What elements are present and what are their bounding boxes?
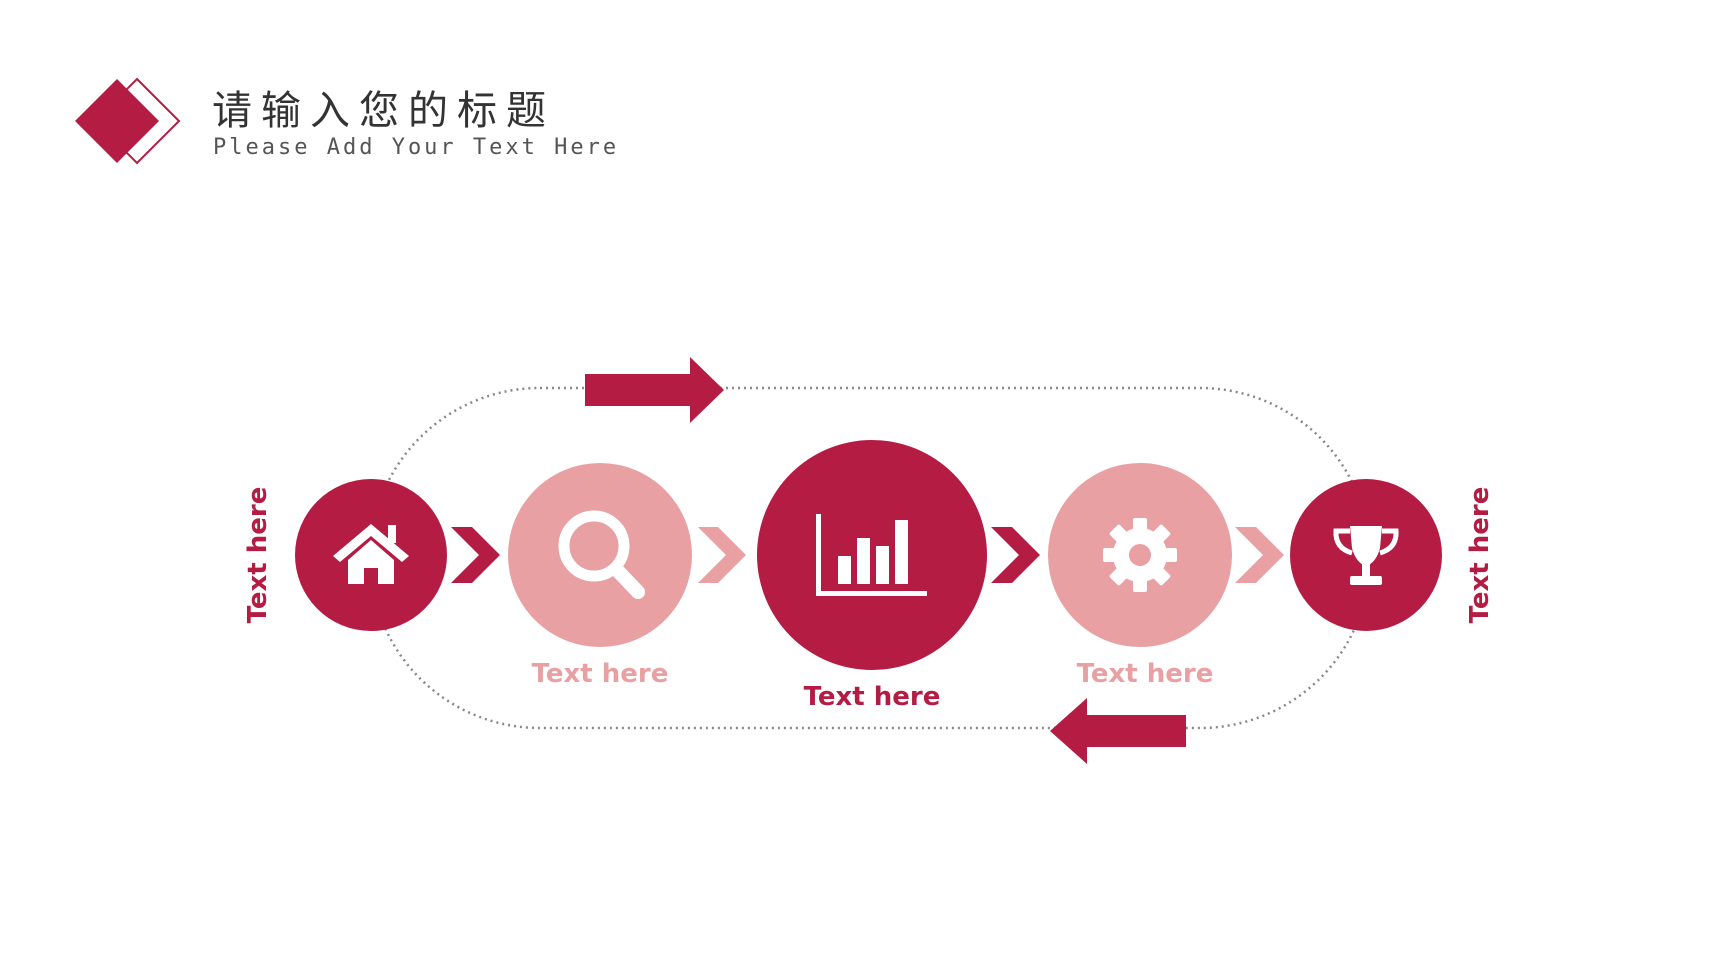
gear-icon (1103, 518, 1177, 592)
page-title: 请输入您的标题 (212, 88, 555, 134)
step-label-3: Text here (803, 682, 941, 712)
step-label-5: Text here (1465, 486, 1495, 624)
arrow-right-icon (585, 357, 724, 423)
search-icon (558, 510, 645, 599)
logo-diamond (75, 77, 181, 165)
step-label-1: Text here (243, 486, 273, 624)
page-subtitle: Please Add Your Text Here (213, 135, 620, 160)
step-label-4: Text here (1076, 659, 1214, 689)
chevron-right-icon (1235, 527, 1284, 583)
step-circle-2 (508, 463, 692, 647)
chevron-right-icon (451, 527, 500, 583)
step-circle-3 (757, 440, 987, 670)
trophy-icon (1333, 526, 1399, 585)
bar-chart-icon (816, 514, 927, 596)
chevron-right-icon (991, 527, 1040, 583)
arrow-left-icon (1050, 698, 1186, 764)
loop-track (368, 386, 1372, 730)
step-label-2: Text here (531, 659, 669, 689)
chevron-right-icon (698, 527, 746, 583)
home-icon (333, 524, 409, 584)
